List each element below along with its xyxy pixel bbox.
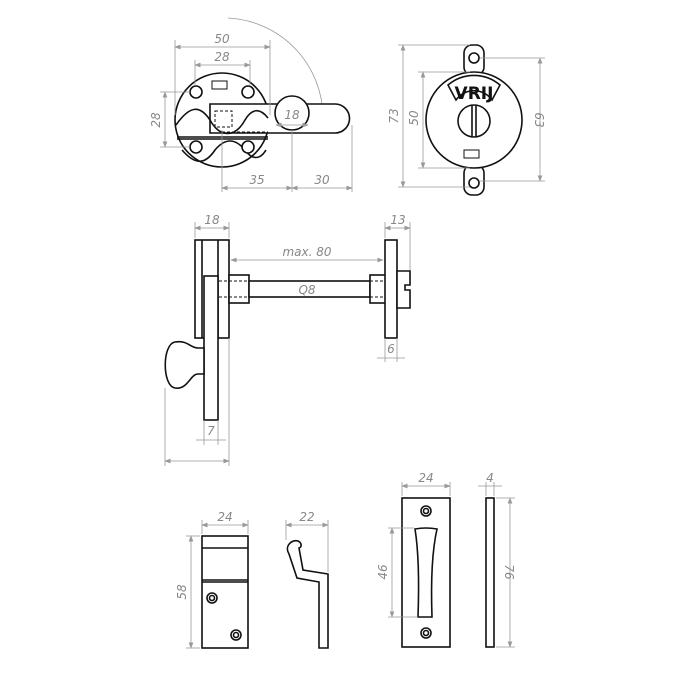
wave-top xyxy=(175,108,269,135)
dim-front-right: 30 xyxy=(314,173,330,187)
indicator-label: VRIJ xyxy=(455,84,494,104)
front-view: 50 28 28 18 35 30 xyxy=(149,17,353,192)
dim-keeper-height: 58 xyxy=(175,584,189,600)
dim-plate: 6 xyxy=(387,342,395,356)
dim-front-outer: 50 xyxy=(214,32,230,46)
dim-strike-width: 24 xyxy=(418,471,433,485)
keeper-plate xyxy=(201,535,249,649)
indicator-window xyxy=(446,74,502,102)
dim-side-left: 18 xyxy=(204,213,220,227)
keeper: 24 58 xyxy=(175,510,249,649)
screw-hole xyxy=(189,140,203,154)
dim-indicator-holes: 63 xyxy=(532,112,546,127)
hook-shape xyxy=(286,539,329,649)
logo xyxy=(211,80,228,90)
dim-indicator-diameter: 50 xyxy=(407,110,421,126)
hook-profile: 22 xyxy=(285,510,329,649)
dim-front-vertical: 28 xyxy=(149,112,163,128)
screw-head xyxy=(396,270,411,309)
rotation-arc xyxy=(227,17,324,119)
dim-strike-height: 76 xyxy=(502,564,516,580)
dim-side-right: 13 xyxy=(390,213,405,227)
dim-indicator-total: 73 xyxy=(387,108,401,123)
strike-plate: 24 46 4 76 xyxy=(376,471,516,648)
dim-max: max. 80 xyxy=(282,245,331,259)
dim-keeper-width: 24 xyxy=(217,510,232,524)
dim-front-holes: 28 xyxy=(214,50,230,64)
screw-hole xyxy=(241,85,255,99)
dim-hook-width: 22 xyxy=(299,510,314,524)
right-sleeve xyxy=(369,274,387,304)
logo xyxy=(463,149,480,159)
turn-knob xyxy=(457,104,491,138)
hidden-square xyxy=(214,110,233,128)
dim-strike-thickness: 4 xyxy=(486,471,494,485)
indicator-view: VRIJ 73 50 63 xyxy=(387,44,546,196)
slot xyxy=(414,527,438,618)
thumb-knob xyxy=(164,340,205,389)
strike-plate-side xyxy=(485,497,495,648)
dim-front-left: 35 xyxy=(249,173,264,187)
screw-hole xyxy=(241,140,255,154)
wave-bottom xyxy=(181,140,267,163)
right-plate xyxy=(384,239,398,339)
side-view: 18 13 max. 80 Q8 6 7 xyxy=(164,213,411,466)
dim-knob: 18 xyxy=(284,108,300,122)
dim-bolt: 7 xyxy=(207,424,215,438)
rod-label: Q8 xyxy=(298,283,315,297)
screw-hole xyxy=(189,85,203,99)
dim-slot: 46 xyxy=(376,564,390,580)
left-sleeve xyxy=(228,274,250,304)
lever-plate xyxy=(203,275,219,421)
